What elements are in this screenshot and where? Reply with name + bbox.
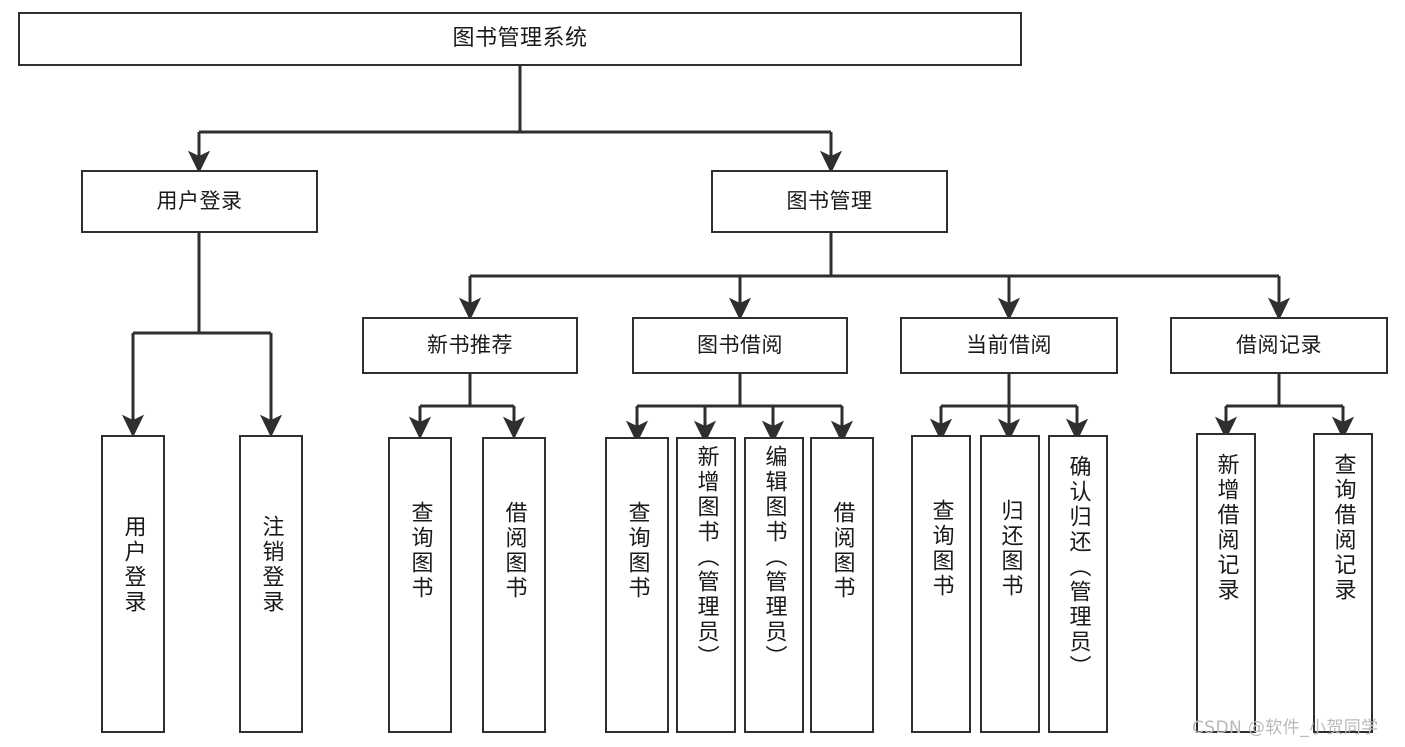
node-book-management-label: 图书管理 (786, 189, 873, 214)
node-current-borrow[interactable]: 当前借阅 (900, 317, 1118, 374)
node-user-login-label: 用户登录 (156, 189, 243, 214)
leaf-logout-label: 注销登录 (258, 515, 284, 615)
node-user-login[interactable]: 用户登录 (81, 170, 318, 233)
leaf-query-borrow-record[interactable]: 查询借阅记录 (1313, 433, 1373, 733)
leaf-query-book-current[interactable]: 查询图书 (911, 435, 971, 733)
node-root[interactable]: 图书管理系统 (18, 12, 1022, 66)
node-borrow-records[interactable]: 借阅记录 (1170, 317, 1388, 374)
leaf-add-borrow-record[interactable]: 新增借阅记录 (1196, 433, 1256, 733)
node-new-book-recommend-label: 新书推荐 (427, 333, 513, 358)
leaf-add-book-admin[interactable]: 新增图书（管理员） (676, 437, 736, 733)
node-book-borrow-label: 图书借阅 (697, 333, 783, 358)
leaf-return-book-label: 归还图书 (997, 499, 1023, 599)
leaf-borrow-book-label: 借阅图书 (829, 501, 855, 601)
node-borrow-records-label: 借阅记录 (1236, 333, 1322, 358)
leaf-query-book-recommend[interactable]: 查询图书 (388, 437, 452, 733)
leaf-query-book-borrow[interactable]: 查询图书 (605, 437, 669, 733)
leaf-query-borrow-record-label: 查询借阅记录 (1330, 453, 1356, 603)
leaf-confirm-return-admin-label: 确认归还（管理员） (1065, 455, 1091, 680)
leaf-add-borrow-record-label: 新增借阅记录 (1213, 453, 1239, 603)
leaf-logout[interactable]: 注销登录 (239, 435, 303, 733)
node-root-label: 图书管理系统 (452, 26, 588, 52)
csdn-watermark: CSDN @软件_小贺同学 (1192, 718, 1379, 738)
node-book-borrow[interactable]: 图书借阅 (632, 317, 848, 374)
leaf-user-login-label: 用户登录 (120, 515, 146, 615)
leaf-edit-book-admin-label: 编辑图书（管理员） (761, 445, 787, 670)
leaf-confirm-return-admin[interactable]: 确认归还（管理员） (1048, 435, 1108, 733)
leaf-borrow-book-recommend[interactable]: 借阅图书 (482, 437, 546, 733)
leaf-query-book-borrow-label: 查询图书 (624, 501, 650, 601)
leaf-query-book-current-label: 查询图书 (928, 499, 954, 599)
leaf-return-book[interactable]: 归还图书 (980, 435, 1040, 733)
node-new-book-recommend[interactable]: 新书推荐 (362, 317, 578, 374)
leaf-borrow-book-recommend-label: 借阅图书 (501, 501, 527, 601)
leaf-borrow-book[interactable]: 借阅图书 (810, 437, 874, 733)
leaf-query-book-recommend-label: 查询图书 (407, 501, 433, 601)
node-current-borrow-label: 当前借阅 (966, 333, 1052, 358)
leaf-edit-book-admin[interactable]: 编辑图书（管理员） (744, 437, 804, 733)
node-book-management[interactable]: 图书管理 (711, 170, 948, 233)
leaf-user-login[interactable]: 用户登录 (101, 435, 165, 733)
leaf-add-book-admin-label: 新增图书（管理员） (693, 445, 719, 670)
